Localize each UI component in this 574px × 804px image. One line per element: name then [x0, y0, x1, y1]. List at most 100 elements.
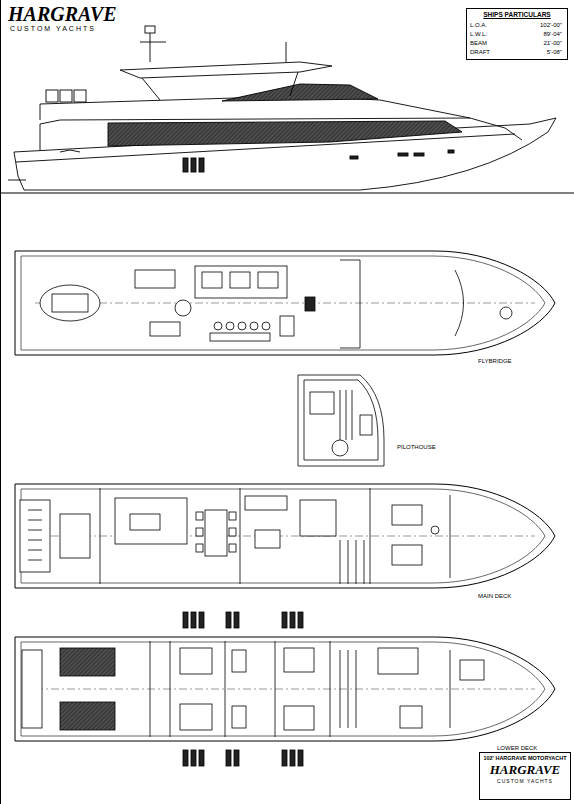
profile-view-part [8, 180, 26, 181]
view-label: LOWER DECK [497, 745, 537, 752]
lower-deck-plan-part [378, 648, 418, 674]
flybridge-plan-part [262, 322, 270, 330]
profile-view [8, 26, 556, 190]
flybridge-plan-part [230, 272, 250, 288]
profile-view-part [140, 30, 286, 62]
profile-view-part [142, 72, 298, 100]
flybridge-plan-part [280, 316, 294, 336]
flybridge-plan-part [40, 285, 100, 321]
frame-line-part [0, 0, 1, 804]
profile-view-part [14, 118, 556, 190]
logo-subtitle: CUSTOM YACHTS [10, 25, 96, 33]
lower-deck-plan-part [15, 637, 555, 741]
main-deck-plan-part [130, 514, 160, 530]
main-deck-plan-part [60, 514, 90, 558]
main-deck-plan-part [392, 545, 422, 565]
lower-deck-plan-part [183, 612, 188, 628]
profile-view-part [448, 150, 454, 153]
flybridge-plan-part [455, 270, 464, 336]
pilothouse-plan-part [304, 380, 378, 460]
main-deck-plan-part [28, 510, 42, 560]
main-deck-plan-part [205, 510, 227, 556]
pilothouse-plan-part [298, 375, 384, 466]
main-deck-plan-part [15, 484, 555, 588]
profile-view-part [60, 150, 80, 152]
lower-deck-plan-part [282, 750, 287, 766]
flybridge-plan-part [305, 297, 315, 311]
main-deck-plan-part [245, 496, 287, 510]
flybridge-plan-part [250, 322, 258, 330]
lower-deck-plan-part [191, 612, 196, 628]
main-deck-plan-part [20, 500, 50, 572]
main-deck-plan-part [196, 512, 203, 520]
particular-name: L.W.L. [470, 31, 487, 38]
profile-view-part [199, 158, 204, 172]
lower-deck-plan-part [180, 648, 212, 674]
lower-deck-plan-part [275, 641, 276, 737]
main-deck-plan-part [255, 530, 280, 548]
lower-deck-plan-part [226, 612, 231, 628]
lower-deck-plan-part [298, 612, 303, 628]
lower-deck-plan-part [460, 660, 484, 680]
pilothouse-plan-part [332, 440, 348, 456]
profile-view-part [222, 84, 378, 101]
dimension: 5'-08" [547, 49, 562, 56]
dimension: 89'-04" [543, 31, 562, 38]
main-deck-plan-part [229, 528, 236, 536]
flybridge-plan-part [258, 272, 278, 288]
main-deck-plan-part [196, 544, 203, 552]
lower-deck-plan-part [226, 750, 231, 766]
view-label: PILOTHOUSE [397, 444, 436, 451]
main-deck-plan-part [431, 526, 439, 534]
lower-deck-plan-part [22, 650, 42, 728]
frame-line-part [0, 193, 574, 194]
profile-view-part [398, 153, 408, 156]
lower-deck-plan-part [234, 750, 239, 766]
main-deck-plan-part [392, 505, 422, 525]
lower-deck-plan-part [234, 612, 239, 628]
profile-view-part [183, 158, 188, 172]
dimension: 102'-00" [540, 22, 562, 29]
logo-text: HARGRAVE [483, 763, 567, 777]
lower-deck-plan-part [232, 650, 246, 672]
flybridge-plan-part [340, 260, 360, 348]
main-deck-plan-part [370, 488, 371, 584]
table-title: SHIPS PARTICULARS [470, 11, 564, 18]
main-deck-plan-part [115, 498, 187, 544]
main-deck-plan-part [300, 500, 336, 536]
flybridge-plan-part [500, 307, 512, 319]
lower-deck-plan-part [290, 750, 295, 766]
lower-deck-plan-part [199, 612, 204, 628]
flybridge-plan-part [195, 266, 287, 298]
lower-deck-plan-part [284, 648, 314, 672]
profile-view-part [145, 26, 155, 33]
lower-deck-plan-part [191, 750, 196, 766]
lower-deck-plan-part [340, 650, 356, 728]
flybridge-plan-part [52, 294, 88, 312]
flybridge-plan-part [202, 272, 222, 288]
main-deck-plan-part [450, 495, 451, 578]
main-deck-plan-part [100, 488, 101, 584]
lower-deck-plan-part [170, 641, 171, 737]
lower-deck-plan-part [330, 641, 331, 737]
lower-deck-plan-part [284, 706, 314, 730]
particular-name: BEAM [470, 40, 487, 47]
lower-deck-plan [15, 612, 555, 766]
profile-view-part [40, 118, 522, 150]
view-label: MAIN DECK [478, 593, 511, 600]
flybridge-plan-part [210, 333, 270, 341]
main-deck-plan-part [229, 544, 236, 552]
lower-deck-plan-part [183, 750, 188, 766]
main-deck-plan-part [340, 540, 364, 584]
flybridge-plan-part [15, 251, 555, 355]
profile-view-part [60, 90, 72, 102]
flybridge-plan-part [135, 270, 175, 288]
main-deck-plan-part [240, 488, 241, 584]
pilothouse-plan-part [310, 392, 334, 414]
flybridge-plan-part [238, 322, 246, 330]
lower-deck-plan-part [450, 650, 451, 728]
lower-deck-plan-part [180, 704, 212, 730]
profile-view-part [191, 158, 196, 172]
